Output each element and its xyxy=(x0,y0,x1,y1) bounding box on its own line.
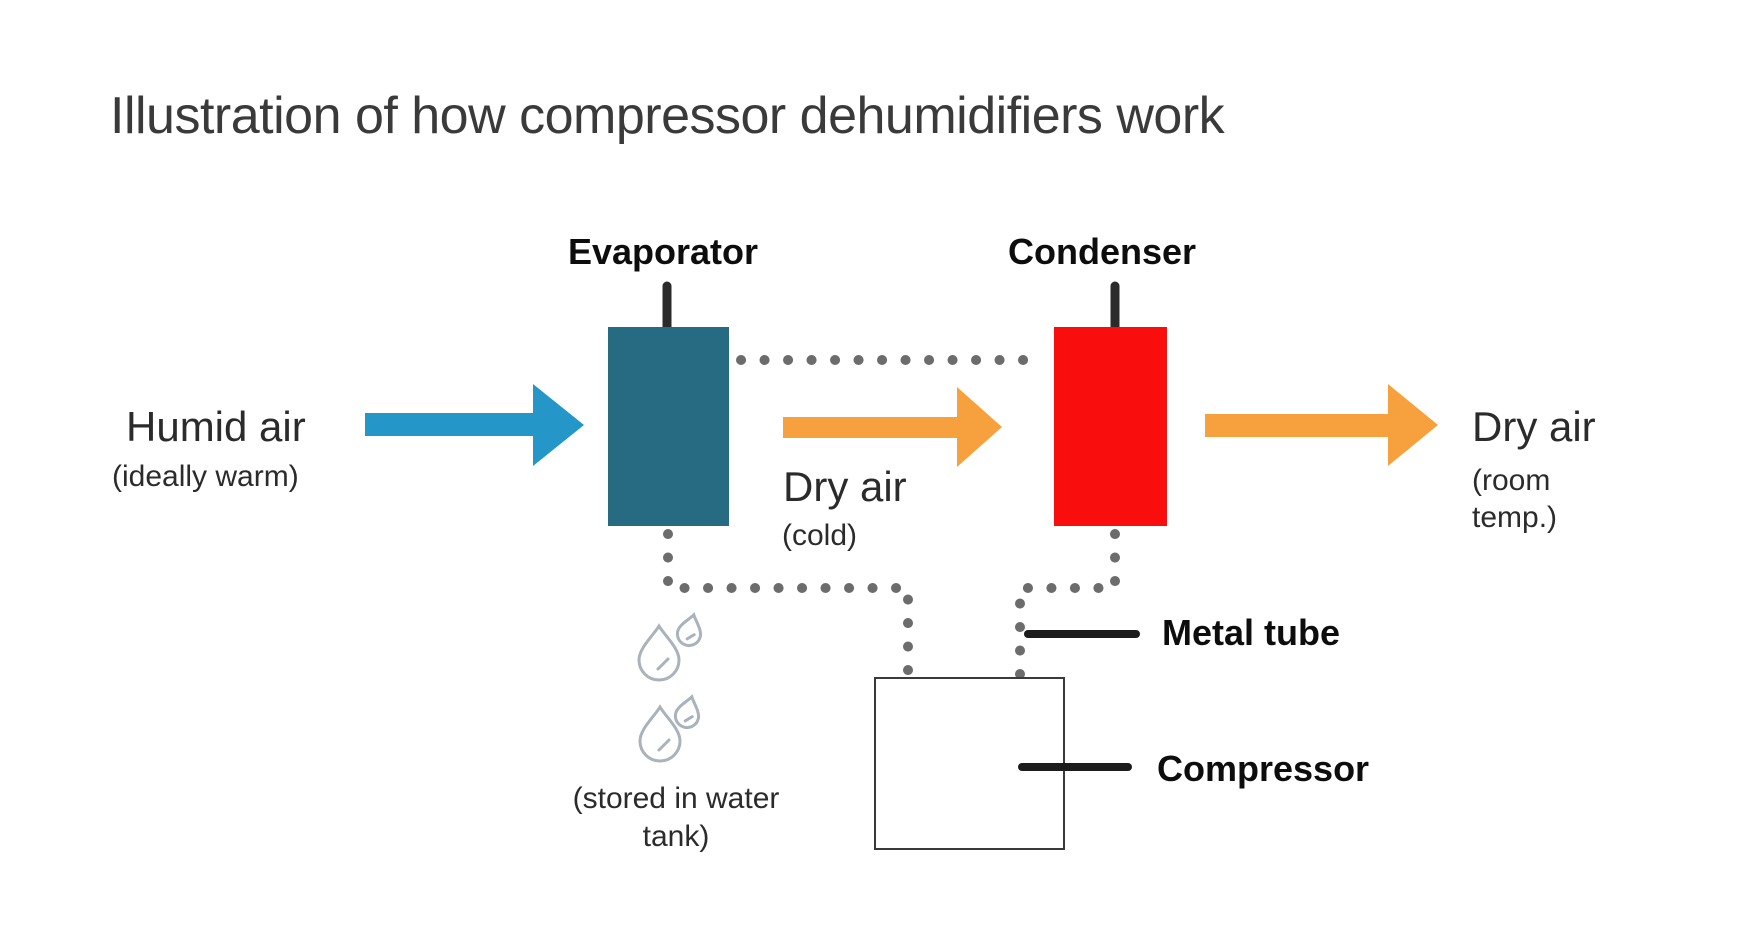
water-drop-icon xyxy=(674,611,706,649)
condenser-block xyxy=(1054,327,1167,526)
page-title: Illustration of how compressor dehumidif… xyxy=(110,87,1225,145)
refrigerant-line-condenser-to-compressor xyxy=(1015,529,1120,681)
water-tank-note: (stored in water tank) xyxy=(572,782,780,853)
evaporator-block xyxy=(608,327,729,526)
compressor-label: Compressor xyxy=(1157,748,1370,789)
refrigerant-line-evaporator-to-compressor xyxy=(663,529,913,681)
humid-air-label: Humid air xyxy=(126,403,306,450)
dry-air-cold-note: (cold) xyxy=(782,519,858,552)
condenser-label: Condenser xyxy=(1007,231,1197,272)
water-drops xyxy=(637,611,706,763)
dry-air-room-arrow xyxy=(1205,384,1438,466)
dry-air-cold-label: Dry air xyxy=(783,463,907,510)
water-drop-icon xyxy=(637,624,681,682)
water-drop-icon xyxy=(672,693,704,731)
humid-air-arrow xyxy=(365,384,584,466)
dry-air-room-label: Dry air xyxy=(1472,403,1596,450)
dry-air-room-note: (room temp.) xyxy=(1472,464,1558,534)
dry-air-cold-arrow xyxy=(783,387,1002,467)
humid-air-note: (ideally warm) xyxy=(112,460,299,493)
metal-tube-label: Metal tube xyxy=(1162,612,1341,653)
evaporator-label: Evaporator xyxy=(567,231,759,272)
